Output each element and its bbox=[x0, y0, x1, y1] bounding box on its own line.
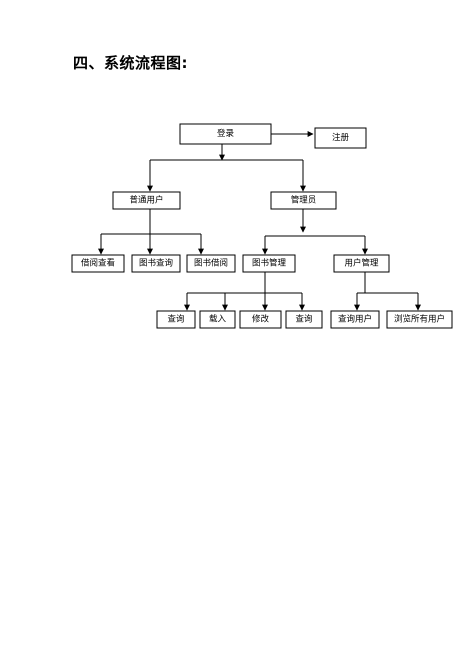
node-label: 登录 bbox=[217, 128, 235, 139]
node-book-query: 图书查询 bbox=[131, 254, 181, 273]
node-label: 浏览所有用户 bbox=[394, 314, 445, 325]
node-label: 图书借阅 bbox=[194, 258, 228, 269]
flow-connectors bbox=[98, 131, 421, 311]
node-label: 载入 bbox=[209, 314, 227, 325]
node-login: 登录 bbox=[179, 123, 272, 145]
node-query-user: 查询用户 bbox=[330, 310, 380, 329]
node-label: 普通用户 bbox=[129, 195, 163, 206]
node-load: 载入 bbox=[199, 310, 236, 329]
node-register: 注册 bbox=[314, 127, 367, 149]
node-label: 用户管理 bbox=[344, 258, 379, 269]
node-modify: 修改 bbox=[239, 310, 282, 329]
node-label: 查询用户 bbox=[338, 314, 372, 325]
node-label: 管理员 bbox=[291, 195, 317, 206]
node-label: 修改 bbox=[252, 314, 270, 325]
node-label: 注册 bbox=[332, 132, 350, 143]
node-label: 图书查询 bbox=[139, 258, 173, 269]
node-label: 借阅查看 bbox=[81, 258, 115, 269]
node-query-1: 查询 bbox=[156, 310, 196, 329]
node-user-manage: 用户管理 bbox=[333, 254, 390, 273]
node-browse-users: 浏览所有用户 bbox=[386, 310, 453, 329]
section-heading: 四、系统流程图: bbox=[73, 54, 188, 72]
node-label: 查询 bbox=[295, 314, 312, 325]
node-book-borrow: 图书借阅 bbox=[186, 254, 236, 273]
node-book-manage: 图书管理 bbox=[242, 254, 296, 273]
node-query-2: 查询 bbox=[285, 310, 323, 329]
node-label: 图书管理 bbox=[252, 258, 287, 269]
node-label: 查询 bbox=[167, 314, 184, 325]
node-admin: 管理员 bbox=[270, 191, 337, 210]
node-normal-user: 普通用户 bbox=[112, 191, 181, 210]
node-borrow-view: 借阅查看 bbox=[71, 254, 125, 273]
